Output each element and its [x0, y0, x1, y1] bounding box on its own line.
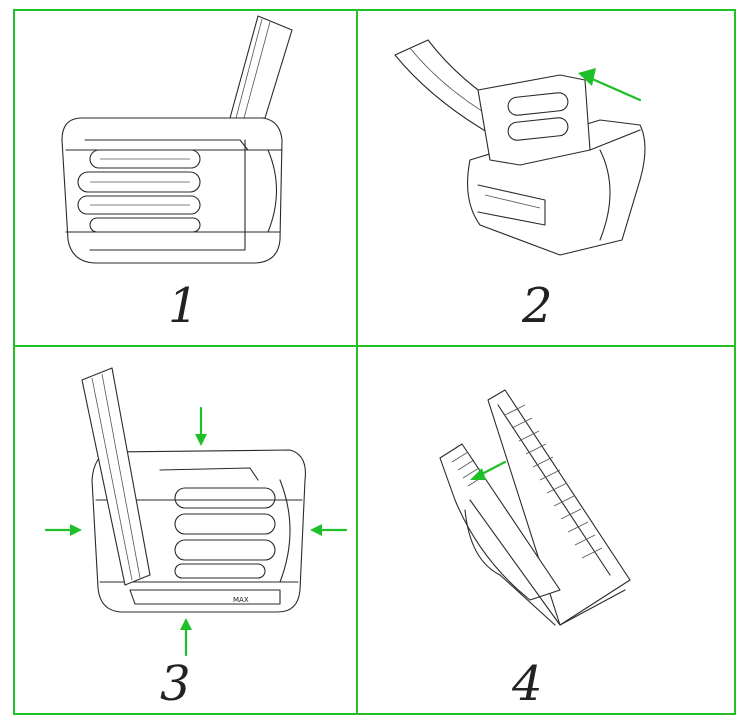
panel-4-insert-arrow: [470, 460, 507, 480]
panel-4-assembled-pedal: [439, 389, 631, 626]
pedal-max-marking: MAX: [233, 596, 249, 604]
step-number-4: 4: [511, 656, 543, 712]
step-number-2: 2: [521, 278, 553, 334]
panel-2-push-arrow: [578, 68, 642, 102]
panel-grid-frame: [13, 9, 736, 715]
step-number-3: 3: [160, 656, 191, 712]
panel-2-pedal-pad: [394, 39, 646, 256]
step-number-1: 1: [168, 278, 199, 334]
panel-3-compress-arrows: [44, 406, 348, 657]
panel-3-pedal-pad: MAX: [81, 367, 306, 613]
panel-1-pedal-pad: [61, 15, 293, 264]
